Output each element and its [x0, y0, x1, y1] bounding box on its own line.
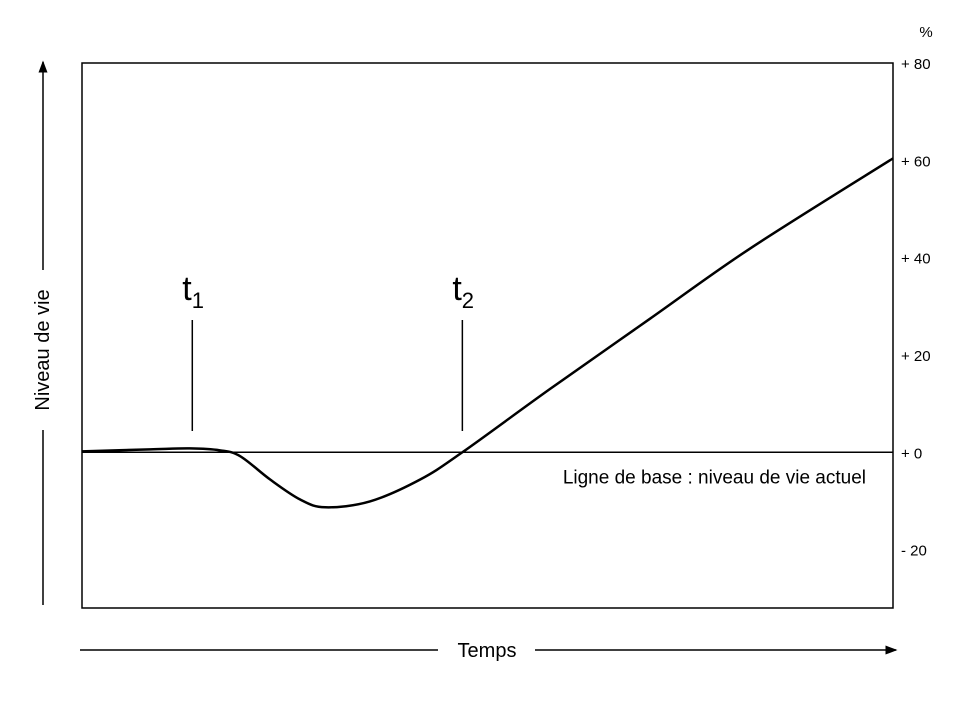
y-tick-label: + 40	[901, 251, 931, 268]
marker-subscript: 2	[462, 288, 474, 313]
baseline-label: Ligne de base : niveau de vie actuel	[563, 467, 866, 488]
marker-subscript: 1	[192, 288, 204, 313]
y-tick-label: + 0	[901, 445, 922, 462]
plot-frame	[81, 62, 894, 609]
x-axis-label: Temps	[458, 640, 517, 662]
y-tick-label: + 60	[901, 153, 931, 170]
y-tick-label: + 80	[901, 56, 931, 73]
marker-letter: t	[452, 270, 462, 308]
y-tick-label: + 20	[901, 348, 931, 365]
marker-label-1: t1	[182, 270, 204, 313]
marker-label-2: t2	[452, 270, 474, 313]
marker-letter: t	[182, 270, 192, 308]
y-axis-label: Niveau de vie	[32, 289, 54, 410]
series-line-niveau-de-vie	[81, 157, 894, 509]
y-tick-label: - 20	[901, 543, 927, 560]
y-unit-label: %	[919, 24, 932, 41]
